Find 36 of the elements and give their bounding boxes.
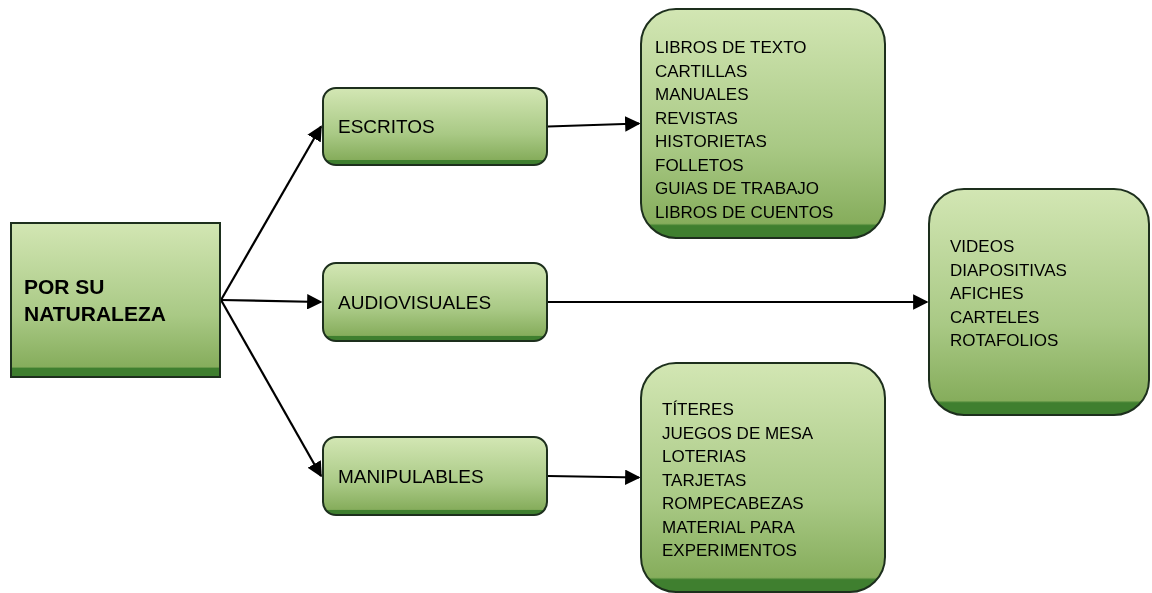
arrow bbox=[220, 125, 322, 301]
list-item: MANUALES bbox=[655, 84, 750, 106]
list-item: FOLLETOS bbox=[655, 154, 745, 177]
list-item: MATERIAL PARA EXPERIMENTOS bbox=[662, 516, 798, 562]
list-item: LOTERIAS bbox=[662, 446, 748, 468]
list-item: REVISTAS bbox=[655, 107, 739, 130]
list-item: TARJETAS bbox=[662, 469, 748, 492]
arrow bbox=[547, 116, 641, 132]
list-item: CARTELES bbox=[950, 306, 1041, 329]
category-box bbox=[322, 436, 548, 516]
category-label: MANIPULABLES bbox=[338, 464, 484, 489]
list-item: AFICHES bbox=[950, 283, 1025, 305]
category-box bbox=[322, 87, 548, 166]
list-item: LIBROS DE CUENTOS bbox=[655, 201, 835, 224]
category-label: AUDIOVISUALES bbox=[338, 290, 492, 315]
list-item: ROMPECABEZAS bbox=[662, 493, 805, 515]
category-box bbox=[322, 262, 548, 342]
title-box bbox=[10, 222, 221, 378]
list-item: ROTAFOLIOS bbox=[950, 330, 1060, 352]
arrow bbox=[548, 294, 929, 310]
list-item: TÍTERES bbox=[662, 399, 735, 421]
list-item: GUIAS DE TRABAJO bbox=[655, 178, 821, 200]
list-item: JUEGOS DE MESA bbox=[662, 422, 815, 445]
list-box bbox=[640, 362, 886, 593]
list-item: DIAPOSITIVAS bbox=[950, 259, 1068, 282]
category-label: ESCRITOS bbox=[338, 115, 435, 139]
arrow bbox=[220, 299, 322, 478]
title-text: POR SU NATURALEZA bbox=[24, 274, 167, 327]
arrow bbox=[220, 294, 323, 310]
list-box bbox=[640, 8, 886, 239]
arrow bbox=[548, 469, 641, 485]
list-item: HISTORIETAS bbox=[655, 131, 768, 153]
list-item: CARTILLAS bbox=[655, 60, 749, 83]
list-item: VIDEOS bbox=[950, 236, 1016, 258]
list-item: LIBROS DE TEXTO bbox=[655, 37, 808, 59]
list-box bbox=[928, 188, 1150, 416]
